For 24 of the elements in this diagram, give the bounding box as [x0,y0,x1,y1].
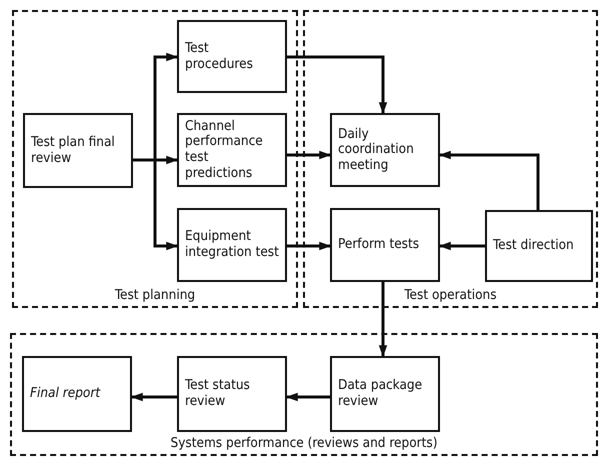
arrow [287,150,332,160]
group-frame [10,333,598,456]
group-frame [12,10,298,308]
arrow [287,56,388,114]
arrow [130,392,177,402]
arrow [286,392,330,402]
process-box: Channel performance test predictions [177,113,287,187]
process-box: Equipment integration test [177,208,287,282]
arrow [133,158,178,250]
process-box: Daily coordination meeting [330,113,440,187]
process-box: Perform tests [330,208,440,282]
process-box: Final report [22,356,132,432]
process-box: Test plan final review [23,113,133,188]
group-label: Test operations [402,287,499,303]
process-box: Test status review [177,356,287,432]
group-label: Systems performance (reviews and reports) [168,435,440,451]
arrow [438,150,540,210]
process-box: Test direction [485,210,593,282]
arrow [287,242,332,250]
arrow [378,282,388,358]
process-box: Data package review [330,356,440,432]
arrow [438,242,485,250]
process-box: Test procedures [177,20,287,93]
group-frame [303,10,598,308]
